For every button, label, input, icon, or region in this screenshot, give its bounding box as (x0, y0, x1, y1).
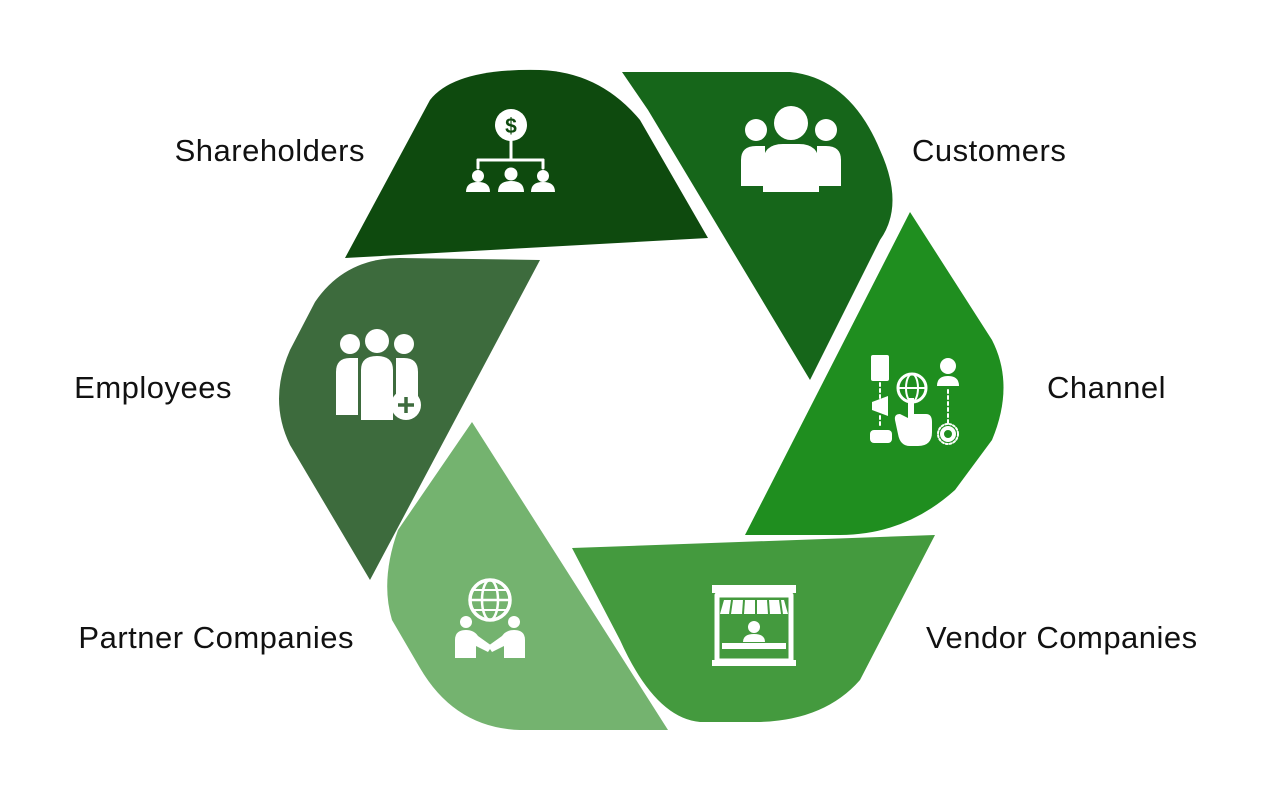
svg-text:$: $ (505, 115, 517, 138)
label-partner-companies: Partner Companies (78, 620, 354, 655)
label-shareholders: Shareholders (175, 133, 365, 168)
shareholders-hierarchy-icon: $ (466, 109, 555, 192)
employees-add-icon (336, 329, 421, 420)
partner-handshake-icon (455, 578, 525, 658)
label-employees: Employees (74, 370, 232, 405)
label-vendor-companies: Vendor Companies (926, 620, 1198, 655)
label-customers: Customers (912, 133, 1066, 168)
channel-network-icon (870, 355, 959, 446)
vendor-shop-icon (712, 585, 796, 666)
label-channel: Channel (1047, 370, 1166, 405)
customers-group-icon (741, 106, 841, 192)
segment-shareholders (345, 69, 708, 258)
